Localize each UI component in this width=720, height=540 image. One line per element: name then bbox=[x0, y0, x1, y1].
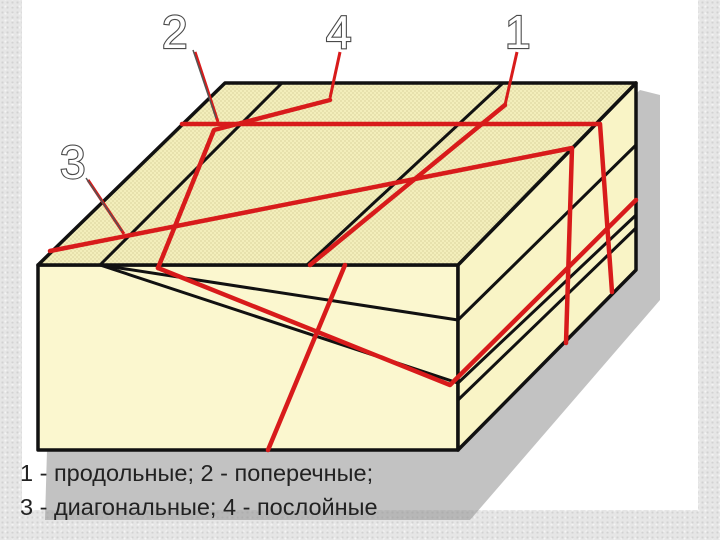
block-front-face bbox=[36, 263, 460, 452]
joint-line-3 bbox=[47, 145, 575, 346]
pointer-1 bbox=[503, 51, 519, 106]
joint-line-1 bbox=[307, 102, 508, 268]
caption-line-1: 1 - продольные; 2 - поперечные; bbox=[20, 460, 374, 486]
joint-line-4c bbox=[265, 262, 348, 453]
label-pointer-shadows bbox=[85, 49, 217, 232]
label-2: 2 bbox=[162, 6, 188, 58]
caption-line-2: 3 - диагональные; 4 - послойные bbox=[20, 494, 378, 520]
joint-line-2 bbox=[179, 121, 615, 295]
label-1: 1 bbox=[505, 6, 531, 58]
joint-lines bbox=[47, 97, 639, 453]
joint-line-4a bbox=[155, 97, 333, 271]
bedding-planes bbox=[38, 143, 638, 402]
label-4: 4 bbox=[326, 6, 352, 58]
caption: 1 - продольные; 2 - поперечные; 3 - диаг… bbox=[20, 456, 378, 524]
joint-line-4b bbox=[155, 197, 639, 388]
pointer-4 bbox=[328, 51, 342, 99]
block-top-face bbox=[36, 81, 638, 267]
label-3: 3 bbox=[60, 136, 86, 188]
